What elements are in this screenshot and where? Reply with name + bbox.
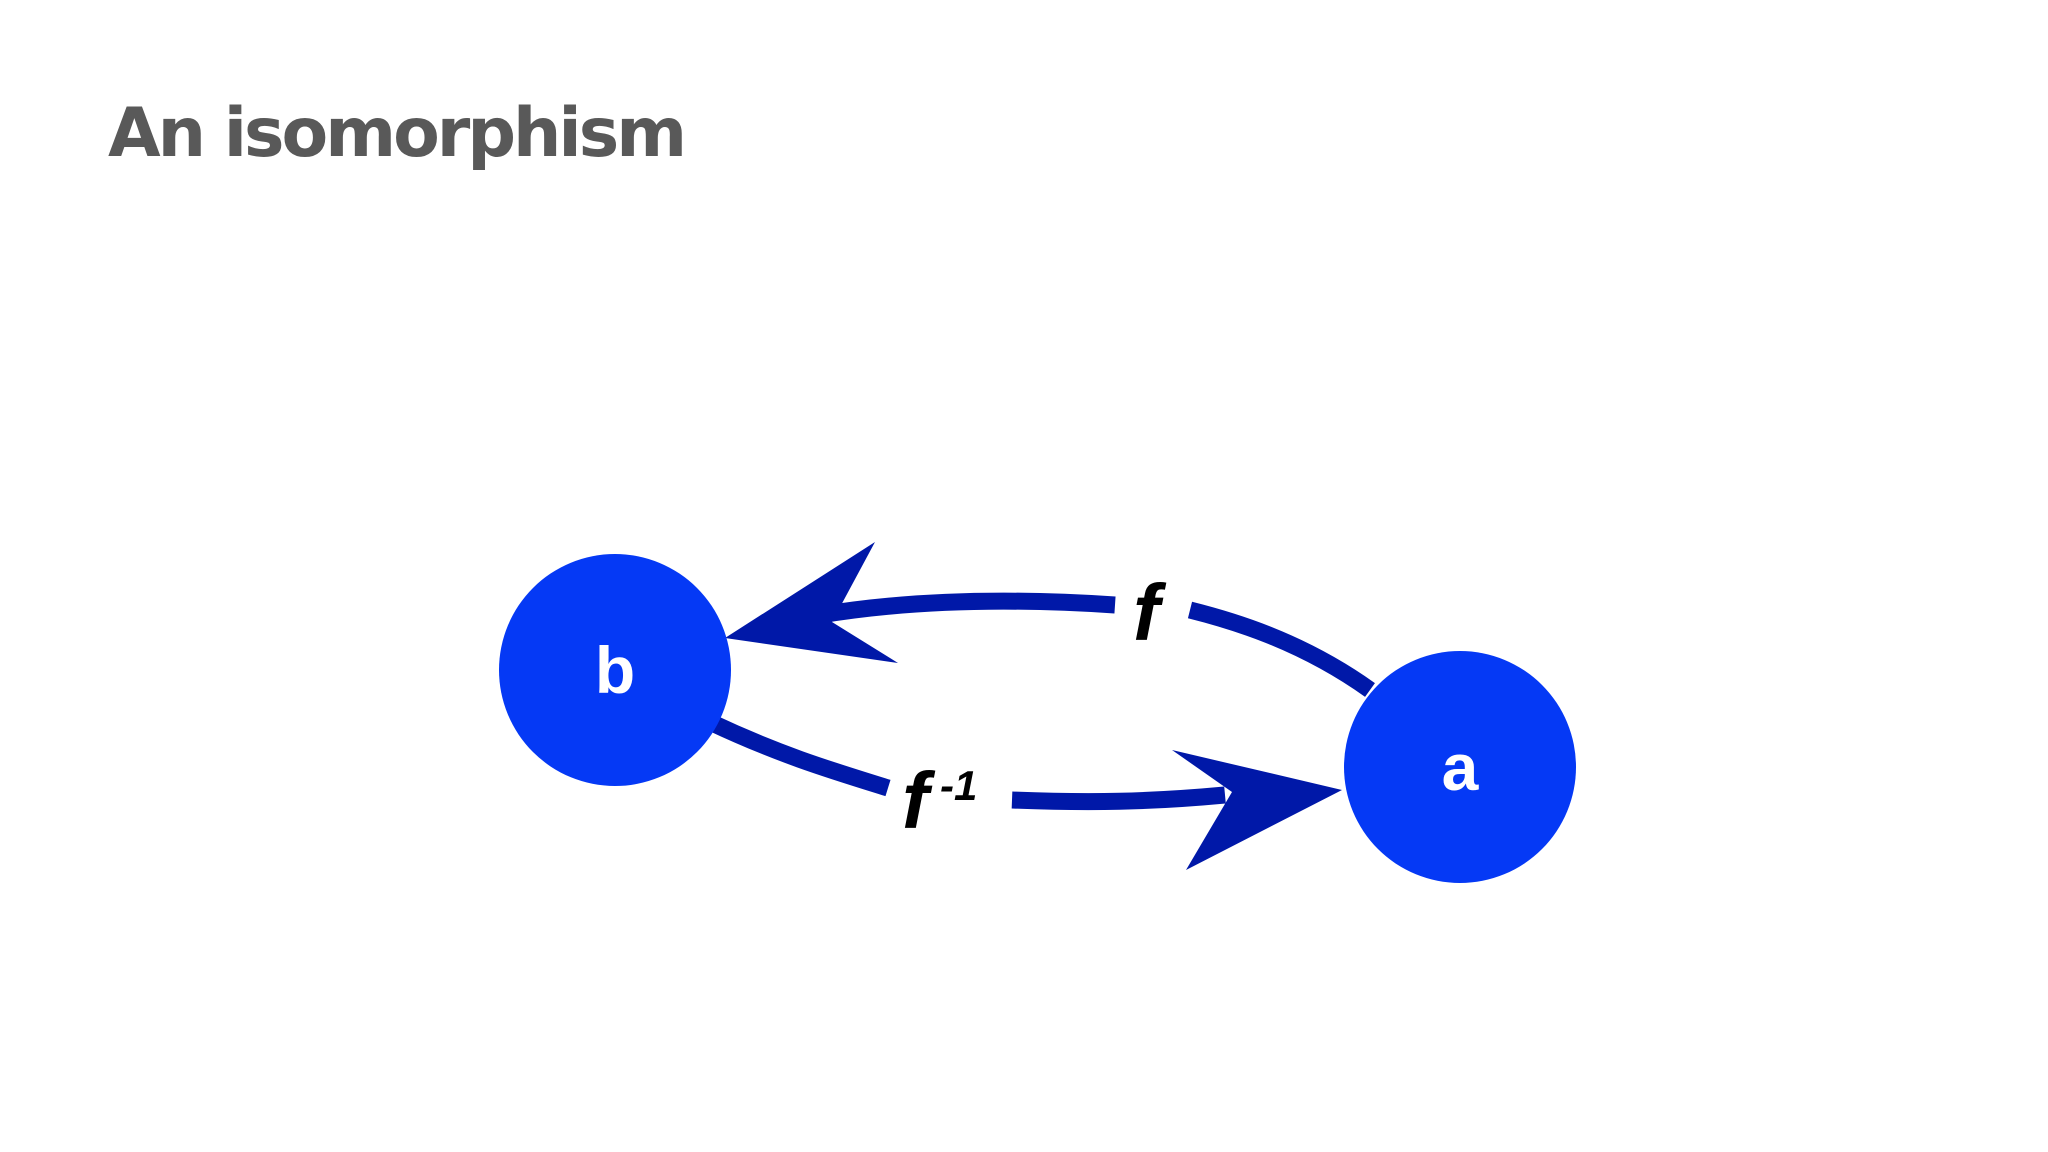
- node-a-circle: [1344, 651, 1576, 883]
- edge-f-inverse-superscript: -1: [940, 762, 977, 809]
- node-a: a: [1344, 651, 1576, 883]
- edge-f-line-left: [818, 592, 1116, 624]
- edge-f-inverse-label: f: [902, 756, 936, 845]
- node-b-circle: [499, 554, 731, 786]
- node-a-label: a: [1442, 730, 1480, 804]
- edge-f-inverse-line: [706, 714, 891, 797]
- edge-f-line: [1187, 601, 1375, 697]
- edge-f-label: f: [1133, 568, 1167, 657]
- node-b-label: b: [595, 633, 635, 707]
- edge-f-inverse-line-right: [1011, 786, 1226, 811]
- edge-f: f: [725, 542, 1375, 697]
- slide-title: An isomorphism: [108, 94, 687, 173]
- node-b: b: [499, 554, 731, 786]
- arrowhead-icon: [1172, 750, 1342, 870]
- arrowhead-icon: [725, 542, 898, 663]
- edge-f-inverse: f -1: [706, 714, 1342, 870]
